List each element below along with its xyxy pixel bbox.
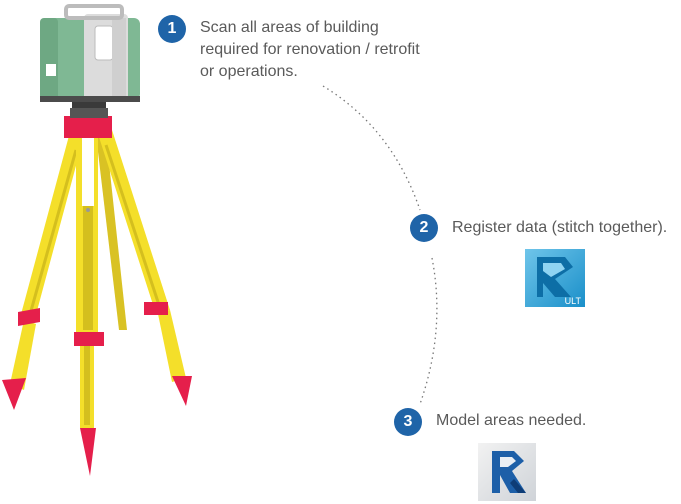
right-foot: [172, 376, 192, 406]
left-leg-clamp: [18, 308, 40, 326]
tripod-back-leg: [96, 135, 127, 330]
left-foot: [2, 378, 26, 410]
step-1-badge: 1: [158, 15, 186, 43]
laser-scanner-tripod-illustration: [2, 4, 192, 476]
recap-badge-label: ULT: [565, 296, 582, 306]
connector-1-to-2: [322, 85, 421, 211]
scanner-handle: [64, 4, 124, 20]
center-leg-clamp: [74, 332, 104, 346]
right-leg-clamp: [144, 302, 168, 315]
step-3-badge: 3: [394, 408, 422, 436]
step-3-text: Model areas needed.: [436, 412, 587, 429]
recap-ultimate-icon: ULT: [525, 249, 585, 307]
connector-2-to-3: [419, 257, 438, 405]
tripod-head: [64, 116, 112, 138]
step-1-text: Scan all areas of building required for …: [200, 19, 420, 80]
step-2-text: Register data (stitch together).: [452, 219, 668, 236]
center-foot: [80, 428, 96, 476]
revit-icon: [478, 443, 536, 501]
step-2-badge: 2: [410, 214, 438, 242]
